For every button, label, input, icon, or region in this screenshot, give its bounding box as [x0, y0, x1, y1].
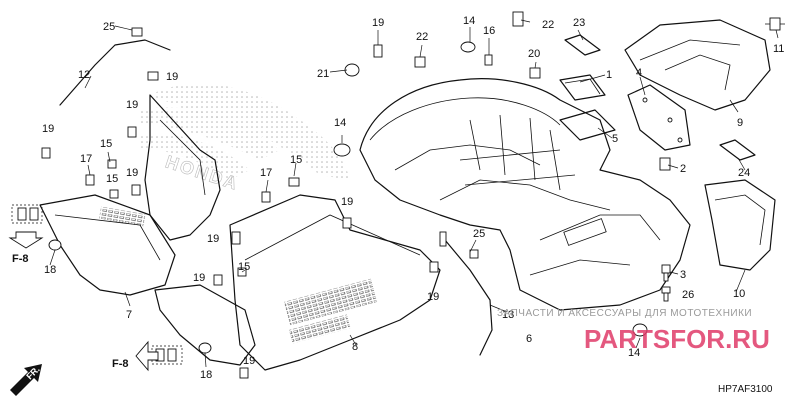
callout-20: 20 — [528, 48, 540, 60]
callout-25-a: 25 — [103, 21, 115, 33]
lower-splash-guard — [154, 284, 256, 366]
callout-7: 7 — [126, 309, 132, 321]
callout-19-f: 19 — [341, 196, 353, 208]
left-rear-floor-part-8 — [229, 194, 441, 371]
callout-18-a: 18 — [44, 264, 56, 276]
strap-part-24 — [719, 139, 756, 161]
callout-15-c: 15 — [238, 261, 250, 273]
callout-14-c: 14 — [628, 347, 640, 359]
diagram-code: HP7AF3100 — [718, 384, 773, 395]
honda-wing-logo: HONDA — [140, 83, 350, 194]
callout-25-b: 25 — [473, 228, 485, 240]
callout-3: 3 — [680, 269, 686, 281]
callout-14-a: 14 — [334, 117, 346, 129]
callout-12: 12 — [78, 69, 90, 81]
f8-reference-bottom: F-8 — [112, 340, 159, 372]
bolt-part-3 — [661, 264, 671, 282]
callout-19-c: 19 — [126, 99, 138, 111]
callout-22-b: 22 — [542, 19, 554, 31]
clip-part-20 — [529, 67, 541, 79]
callout-13: 13 — [502, 309, 514, 321]
leader-lines — [49, 19, 779, 368]
callout-19-j: 19 — [243, 355, 255, 367]
callout-9: 9 — [737, 117, 743, 129]
f8-reference-left: F-8 — [8, 231, 44, 265]
callout-15-b: 15 — [290, 154, 302, 166]
callout-19-e: 19 — [372, 17, 384, 29]
pad-part-1 — [559, 74, 606, 101]
callout-26: 26 — [682, 289, 694, 301]
tool-box-part-10 — [704, 179, 776, 271]
callout-18-b: 18 — [200, 369, 212, 381]
callout-6: 6 — [526, 333, 532, 345]
callout-15-d: 15 — [106, 173, 118, 185]
left-mudguard-bracket — [144, 94, 221, 241]
wire-part-13 — [444, 239, 493, 356]
callout-10: 10 — [733, 288, 745, 300]
plate-part-5 — [559, 109, 616, 141]
storage-lid-part-9 — [624, 19, 771, 111]
callout-5: 5 — [612, 133, 618, 145]
callout-22-a: 22 — [416, 31, 428, 43]
clip-part-21 — [344, 63, 360, 77]
callout-14-b: 14 — [463, 15, 475, 27]
callout-19-i: 19 — [427, 291, 439, 303]
clip-part-22 — [512, 11, 524, 27]
callout-4: 4 — [636, 67, 642, 79]
f8-label-bottom: F-8 — [112, 358, 129, 370]
grommet-part-14-c — [632, 323, 648, 337]
clip-group-left — [11, 204, 43, 224]
bolt-part-26 — [661, 286, 671, 302]
callout-19-g: 19 — [207, 233, 219, 245]
front-direction-arrow: FR. — [10, 364, 42, 396]
fasteners — [41, 27, 479, 379]
f8-label-left: F-8 — [12, 253, 29, 265]
callout-16: 16 — [483, 25, 495, 37]
callout-1: 1 — [606, 69, 612, 81]
callout-8: 8 — [352, 341, 358, 353]
left-inner-fender-part-7 — [39, 194, 176, 296]
callout-24: 24 — [738, 167, 750, 179]
clip-part-11 — [765, 17, 785, 31]
fender-inner-ribs — [459, 114, 576, 191]
callout-23: 23 — [573, 17, 585, 29]
callout-17-a: 17 — [80, 153, 92, 165]
callout-15-a: 15 — [100, 138, 112, 150]
callout-19-h: 19 — [193, 272, 205, 284]
callout-19-d: 19 — [126, 167, 138, 179]
grommet-part-18-b — [198, 342, 212, 354]
callout-19-b: 19 — [166, 71, 178, 83]
callout-19-a: 19 — [42, 123, 54, 135]
grommet-part-18-a — [48, 239, 62, 251]
watermark-site: PARTSFOR.RU — [584, 324, 770, 354]
callout-labels: 1 2 3 4 5 6 7 8 9 10 11 12 13 14 14 14 1… — [42, 15, 784, 381]
grommet-part-14-b — [460, 41, 476, 53]
rod-part-12 — [59, 39, 171, 106]
callout-17-b: 17 — [260, 167, 272, 179]
bracket-part-4 — [627, 84, 691, 151]
bushing-part-2 — [659, 157, 671, 171]
rear-fender-part-6 — [359, 78, 691, 311]
callout-11: 11 — [773, 43, 784, 55]
callout-21: 21 — [317, 68, 329, 80]
watermark: ЗАПЧАСТИ И АКСЕССУАРЫ ДЛЯ МОТОТЕХНИКИ PA… — [497, 308, 770, 354]
strap-part-23 — [564, 34, 601, 56]
grommet-part-14-a — [333, 143, 351, 157]
watermark-tagline: ЗАПЧАСТИ И АКСЕССУАРЫ ДЛЯ МОТОТЕХНИКИ — [497, 308, 752, 319]
callout-2: 2 — [680, 163, 686, 175]
bolt-part-16 — [484, 54, 493, 66]
